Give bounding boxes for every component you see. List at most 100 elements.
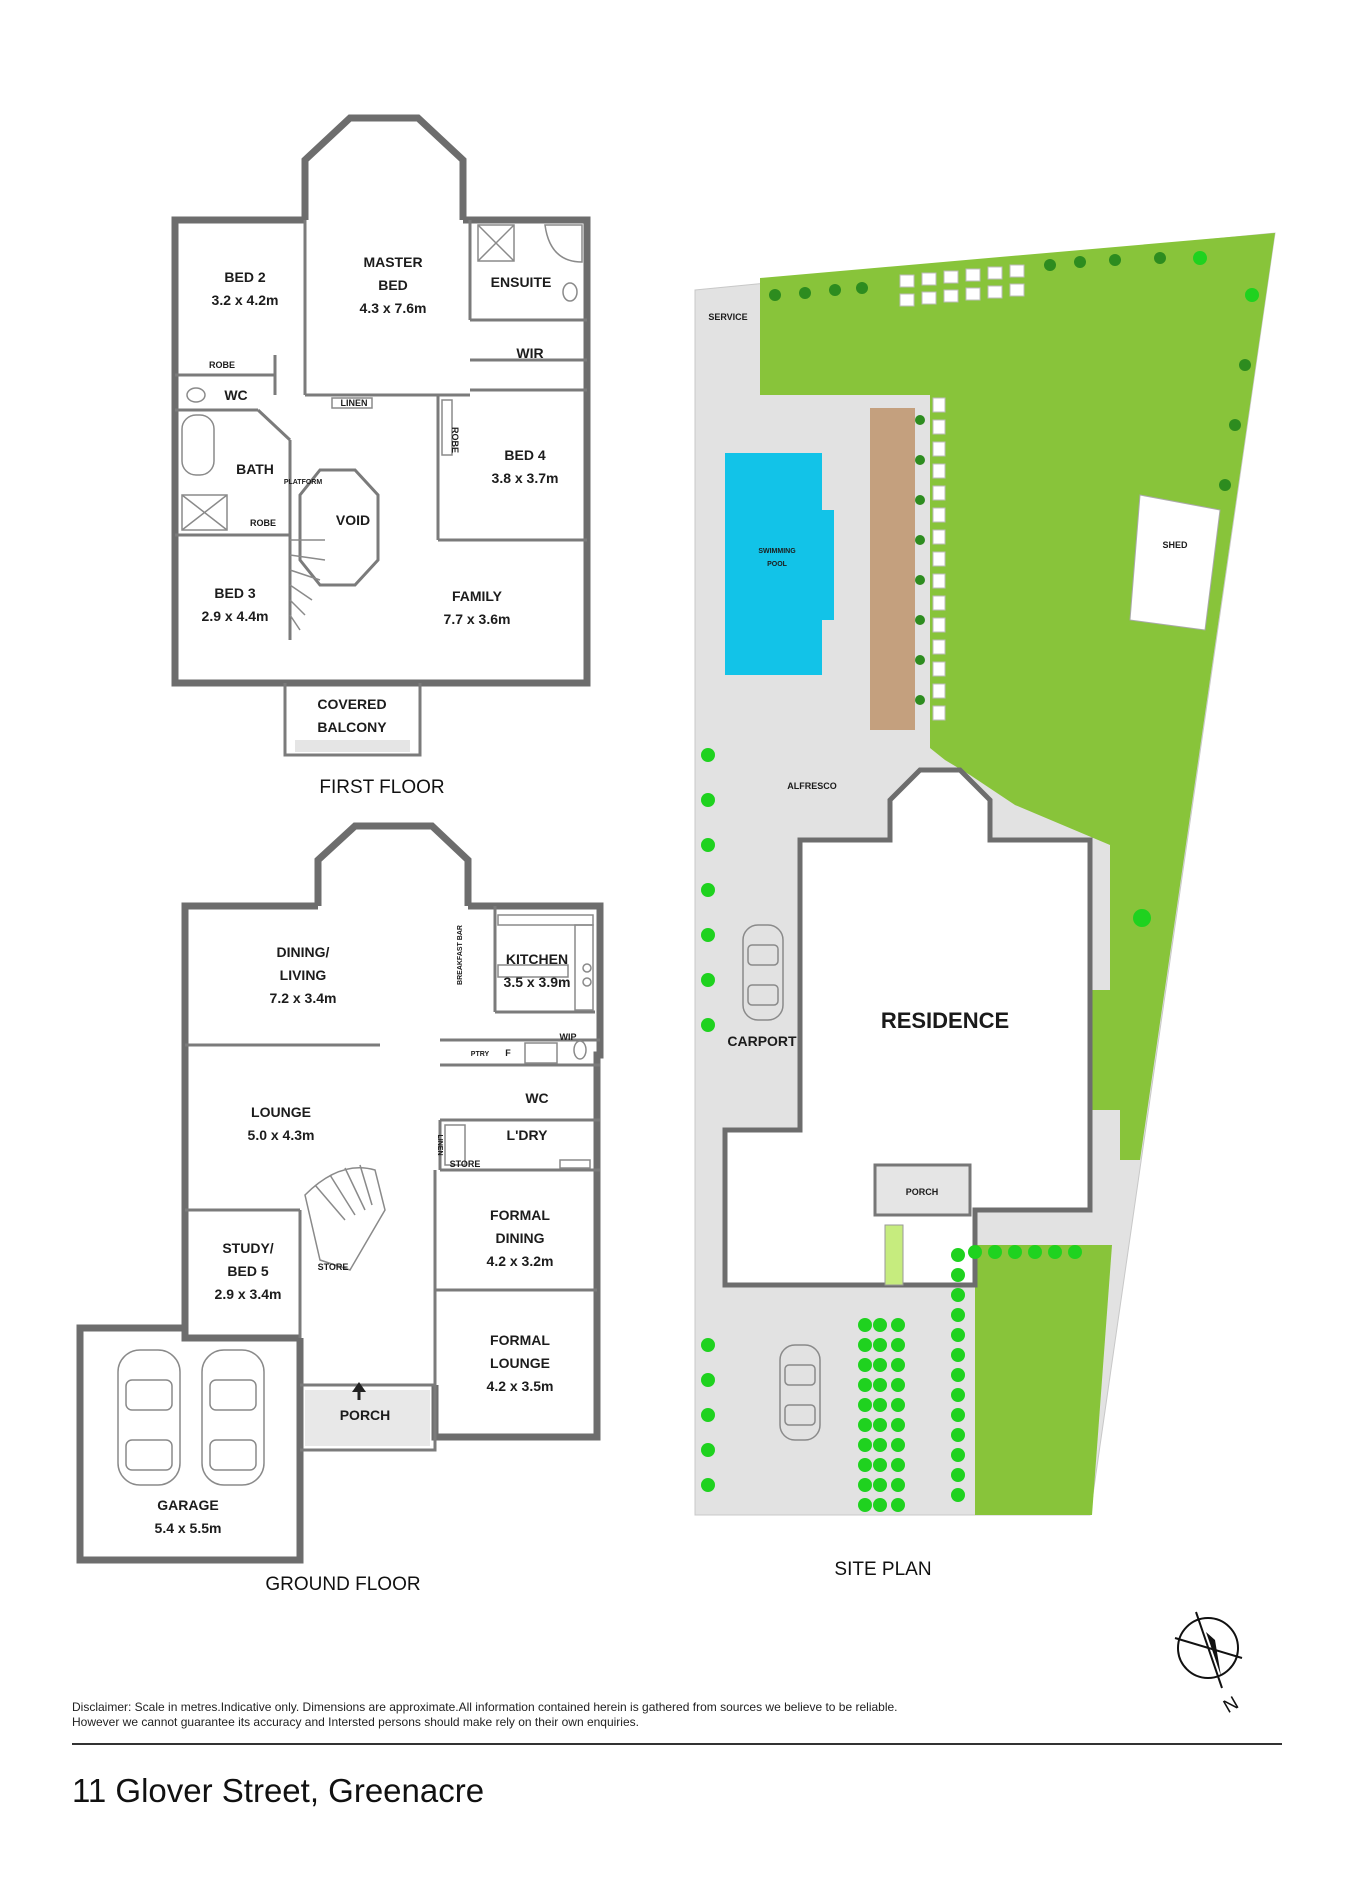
- master-bed-label2: BED: [378, 277, 408, 293]
- robe-label-3: ROBE: [250, 518, 276, 528]
- bed3-label: BED 3: [214, 585, 255, 601]
- bed3-size: 2.9 x 4.4m: [202, 608, 269, 624]
- formal-lounge-label1: FORMAL: [490, 1332, 550, 1348]
- study-label1: STUDY/: [222, 1240, 273, 1256]
- formal-lounge-size: 4.2 x 3.5m: [487, 1378, 554, 1394]
- breakfast-bar-label: BREAKFAST BAR: [457, 925, 464, 985]
- formal-lounge-label2: LOUNGE: [490, 1355, 550, 1371]
- ground-floor-title: GROUND FLOOR: [265, 1574, 420, 1595]
- lounge-label: LOUNGE: [251, 1104, 311, 1120]
- porch-floor: [305, 1390, 430, 1446]
- garage-label: GARAGE: [157, 1497, 218, 1513]
- driveway-car: [779, 1344, 821, 1441]
- bath-shower: [181, 494, 228, 531]
- formal-dining-label1: FORMAL: [490, 1207, 550, 1223]
- residence-porch: [873, 1163, 972, 1217]
- ensuite-toilet: [562, 282, 578, 302]
- porch-ground-label: PORCH: [340, 1407, 391, 1423]
- residence-label: RESIDENCE: [881, 1008, 1009, 1033]
- stairs-ground: [304, 1164, 386, 1271]
- porch-site-label: PORCH: [906, 1187, 939, 1197]
- store-label-1: STORE: [450, 1159, 481, 1169]
- study-size: 2.9 x 3.4m: [215, 1286, 282, 1302]
- pool-deck: [870, 408, 915, 730]
- kitchen-label: KITCHEN: [506, 951, 568, 967]
- shrubs: [769, 252, 1251, 705]
- dining-living-label1: DINING/: [277, 944, 330, 960]
- front-lawn: [975, 1245, 1112, 1515]
- platform-label: PLATFORM: [284, 479, 323, 486]
- dining-living-size: 7.2 x 3.4m: [270, 990, 337, 1006]
- compass-needle-icon: [1206, 1632, 1221, 1676]
- void-label: VOID: [336, 512, 370, 528]
- disclaimer-line-2: However we cannot guarantee its accuracy…: [72, 1715, 639, 1729]
- family-label: FAMILY: [452, 588, 503, 604]
- ensuite-shower: [477, 224, 515, 262]
- carport-label: CARPORT: [727, 1033, 797, 1049]
- shed-label: SHED: [1162, 540, 1188, 550]
- wip-label: WIP: [560, 1032, 577, 1042]
- laundry-label: L'DRY: [507, 1127, 549, 1143]
- robe-label-1: ROBE: [209, 360, 235, 370]
- wc-ground-label: WC: [525, 1090, 548, 1106]
- balcony-deck: [295, 740, 410, 752]
- bed4-size: 3.8 x 3.7m: [492, 470, 559, 486]
- pantry-label: PTRY: [471, 1051, 490, 1058]
- bed2-label: BED 2: [224, 269, 265, 285]
- site-plan: SERVICE SWIMMING POOL SHED ALFRESCO RESI…: [694, 232, 1276, 1580]
- garage-car-2: [201, 1349, 265, 1486]
- wir-label: WIR: [516, 345, 543, 361]
- ensuite-label: ENSUITE: [491, 274, 552, 290]
- linen-label: LINEN: [341, 398, 368, 408]
- robe-shelf: [441, 399, 453, 456]
- wc-label: WC: [224, 387, 247, 403]
- garage-car-1: [117, 1349, 181, 1486]
- formal-dining-size: 4.2 x 3.2m: [487, 1253, 554, 1269]
- alfresco-label: ALFRESCO: [787, 781, 837, 791]
- compass-ring: [1177, 1617, 1239, 1679]
- dining-living-label2: LIVING: [280, 967, 327, 983]
- linen-ground-label: LINEN: [436, 1135, 443, 1156]
- balcony-label2: BALCONY: [317, 719, 387, 735]
- study-label2: BED 5: [227, 1263, 268, 1279]
- hedges: [701, 251, 1259, 1512]
- garage-size: 5.4 x 5.5m: [155, 1520, 222, 1536]
- entry-arrow-icon: [352, 1382, 366, 1392]
- property-address: 11 Glover Street, Greenacre: [72, 1772, 485, 1809]
- pool-label1: SWIMMING: [758, 548, 796, 555]
- service-label: SERVICE: [708, 312, 747, 322]
- residence-footprint: [722, 767, 1093, 1288]
- first-floor-plan: BED 2 3.2 x 4.2m MASTER BED 4.3 x 7.6m E…: [171, 114, 591, 798]
- first-floor-title: FIRST FLOOR: [319, 777, 444, 798]
- pavers: [899, 264, 1025, 721]
- kitchen-size: 3.5 x 3.9m: [504, 974, 571, 990]
- stairs-first: [289, 539, 326, 631]
- ground-floor-plan: DINING/ LIVING 7.2 x 3.4m BREAKFAST BAR …: [76, 822, 604, 1595]
- store-label-2: STORE: [318, 1262, 349, 1272]
- master-bed-label1: MASTER: [363, 254, 422, 270]
- robe-label-2: ROBE: [450, 427, 460, 453]
- fridge-label: F: [505, 1048, 511, 1058]
- disclaimer-line-1: Disclaimer: Scale in metres.Indicative o…: [72, 1700, 898, 1714]
- bed2-size: 3.2 x 4.2m: [212, 292, 279, 308]
- bath-label: BATH: [236, 461, 274, 477]
- lawn-area: [760, 233, 1275, 1160]
- site-plan-title: SITE PLAN: [834, 1559, 931, 1580]
- footer-divider: [72, 1743, 1282, 1745]
- lounge-size: 5.0 x 4.3m: [248, 1127, 315, 1143]
- bed4-label: BED 4: [504, 447, 545, 463]
- linen-shelf: [331, 397, 373, 409]
- shed: [1129, 494, 1221, 631]
- wc-toilet: [186, 387, 206, 403]
- disclaimer: Disclaimer: Scale in metres.Indicative o…: [72, 1700, 1272, 1730]
- balcony-label1: COVERED: [317, 696, 386, 712]
- swimming-pool: [725, 453, 822, 675]
- family-size: 7.7 x 3.6m: [444, 611, 511, 627]
- formal-dining-label2: DINING: [496, 1230, 545, 1246]
- master-bed-size: 4.3 x 7.6m: [360, 300, 427, 316]
- ensuite-spa: [544, 224, 583, 263]
- bath-tub: [181, 414, 215, 476]
- garden-bed: [884, 1224, 904, 1286]
